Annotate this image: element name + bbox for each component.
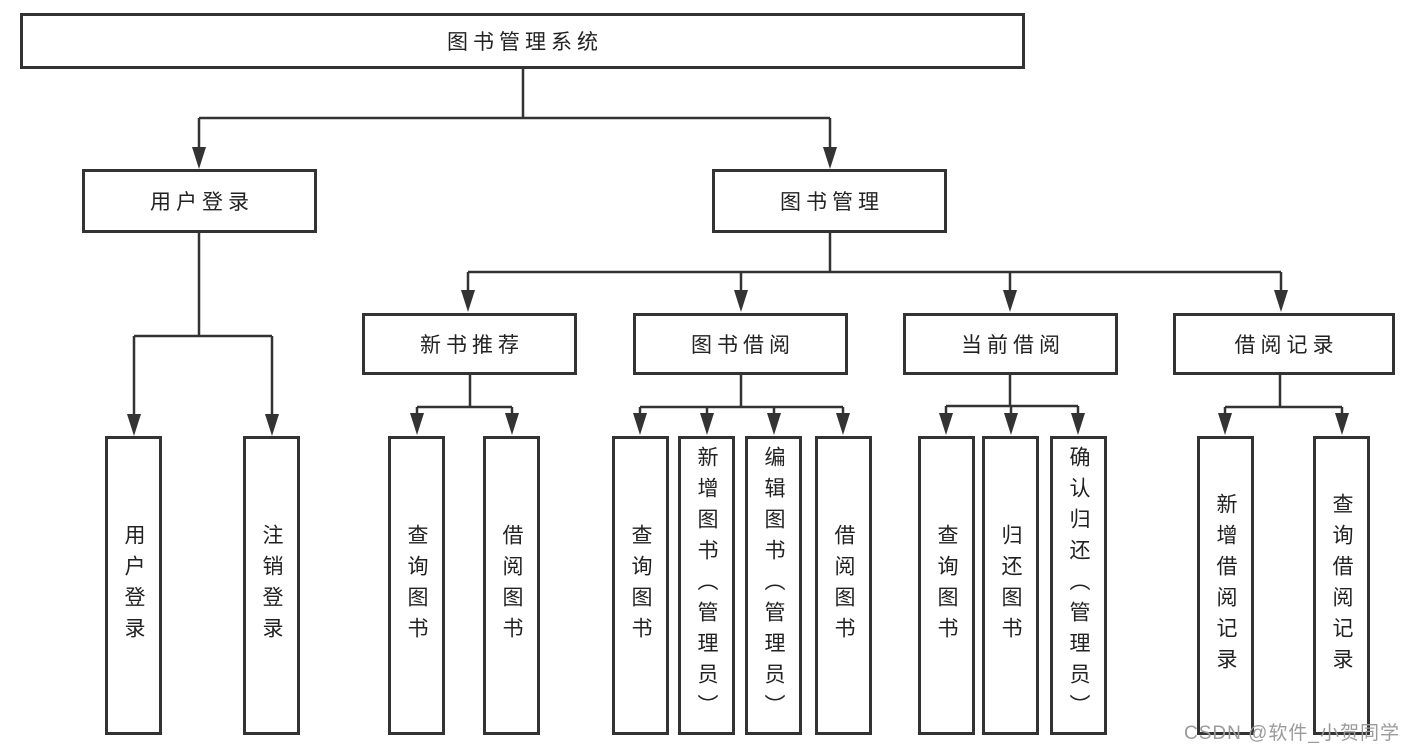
arrow-down-icon (1274, 290, 1288, 312)
node-book-borrowing: 图书借阅 (633, 313, 848, 375)
leaf-logout: 注销登录 (243, 436, 300, 735)
leaf-label: 注销登录 (260, 523, 283, 648)
arrow-down-icon (1335, 413, 1349, 435)
leaf-query-books-borrow: 查询图书 (612, 436, 669, 735)
leaf-confirm-return-admin: 确认归还（管理员） (1050, 436, 1107, 735)
connector-new-book-to-leaves (410, 375, 519, 435)
leaf-label: 查询图书 (405, 523, 428, 648)
connector-line (132, 233, 274, 414)
node-label: 图书管理 (780, 191, 884, 214)
node-label: 图书借阅 (691, 334, 795, 357)
arrow-down-icon (700, 413, 714, 435)
arrow-down-icon (734, 290, 748, 312)
arrow-down-icon (410, 413, 424, 435)
connector-line (415, 375, 514, 413)
watermark: CSDN @软件_小贺同学 (1184, 723, 1400, 744)
arrow-down-icon (633, 413, 647, 435)
node-new-book-recommend: 新书推荐 (362, 313, 577, 375)
arrow-down-icon (1003, 290, 1017, 312)
arrow-down-icon (1071, 413, 1085, 435)
leaf-label: 查询图书 (629, 523, 652, 648)
connector-current-borrow-to-leaves (939, 375, 1085, 435)
arrow-down-icon (767, 413, 781, 435)
arrow-down-icon (1004, 413, 1018, 435)
connector-line (1223, 375, 1344, 413)
leaf-label: 确认归还（管理员） (1067, 446, 1090, 725)
connector-line (638, 375, 845, 413)
arrow-down-icon (192, 147, 206, 169)
connector-borrow-records-to-leaves (1218, 375, 1349, 435)
node-book-management: 图书管理 (712, 169, 947, 233)
connector-user-login-to-leaves (127, 233, 279, 436)
leaf-user-login: 用户登录 (105, 436, 162, 735)
node-label: 用户登录 (150, 191, 254, 214)
connector-line (466, 233, 1283, 290)
leaf-add-borrow-record: 新增借阅记录 (1197, 436, 1254, 735)
leaf-label: 新增借阅记录 (1214, 492, 1237, 679)
node-current-borrowing: 当前借阅 (903, 313, 1118, 375)
leaf-query-books-current: 查询图书 (918, 436, 975, 735)
node-user-login: 用户登录 (82, 169, 317, 233)
leaf-label: 用户登录 (122, 523, 145, 648)
arrow-down-icon (505, 413, 519, 435)
leaf-label: 编辑图书（管理员） (762, 446, 785, 725)
leaf-return-books: 归还图书 (982, 436, 1039, 735)
connector-root-to-branches (192, 68, 837, 169)
arrow-down-icon (823, 147, 837, 169)
leaf-label: 借阅图书 (832, 523, 855, 648)
leaf-query-borrow-record: 查询借阅记录 (1313, 436, 1370, 735)
node-label: 新书推荐 (420, 334, 524, 357)
connector-book-management-to-modules (461, 233, 1288, 312)
arrow-down-icon (265, 414, 279, 436)
leaf-label: 归还图书 (999, 523, 1022, 648)
connector-book-borrow-to-leaves (633, 375, 850, 435)
node-label: 借阅记录 (1234, 334, 1339, 357)
connector-line (197, 68, 832, 147)
leaf-query-books-recommend: 查询图书 (388, 436, 445, 735)
node-borrowing-records: 借阅记录 (1173, 313, 1395, 375)
node-label: 图书管理系统 (447, 31, 603, 54)
node-root-system: 图书管理系统 (20, 13, 1025, 69)
leaf-label: 借阅图书 (500, 523, 523, 648)
leaf-add-books-admin: 新增图书（管理员） (678, 436, 735, 735)
arrow-down-icon (1218, 413, 1232, 435)
leaf-label: 查询图书 (935, 523, 958, 648)
leaf-label: 查询借阅记录 (1330, 492, 1353, 679)
leaf-label: 新增图书（管理员） (695, 446, 718, 725)
arrow-down-icon (461, 290, 475, 312)
leaf-borrow-books: 借阅图书 (815, 436, 872, 735)
node-label: 当前借阅 (961, 334, 1065, 357)
leaf-edit-books-admin: 编辑图书（管理员） (745, 436, 802, 735)
arrow-down-icon (939, 413, 953, 435)
arrow-down-icon (836, 413, 850, 435)
connector-line (944, 375, 1080, 413)
arrow-down-icon (127, 414, 141, 436)
leaf-borrow-books-recommend: 借阅图书 (483, 436, 540, 735)
